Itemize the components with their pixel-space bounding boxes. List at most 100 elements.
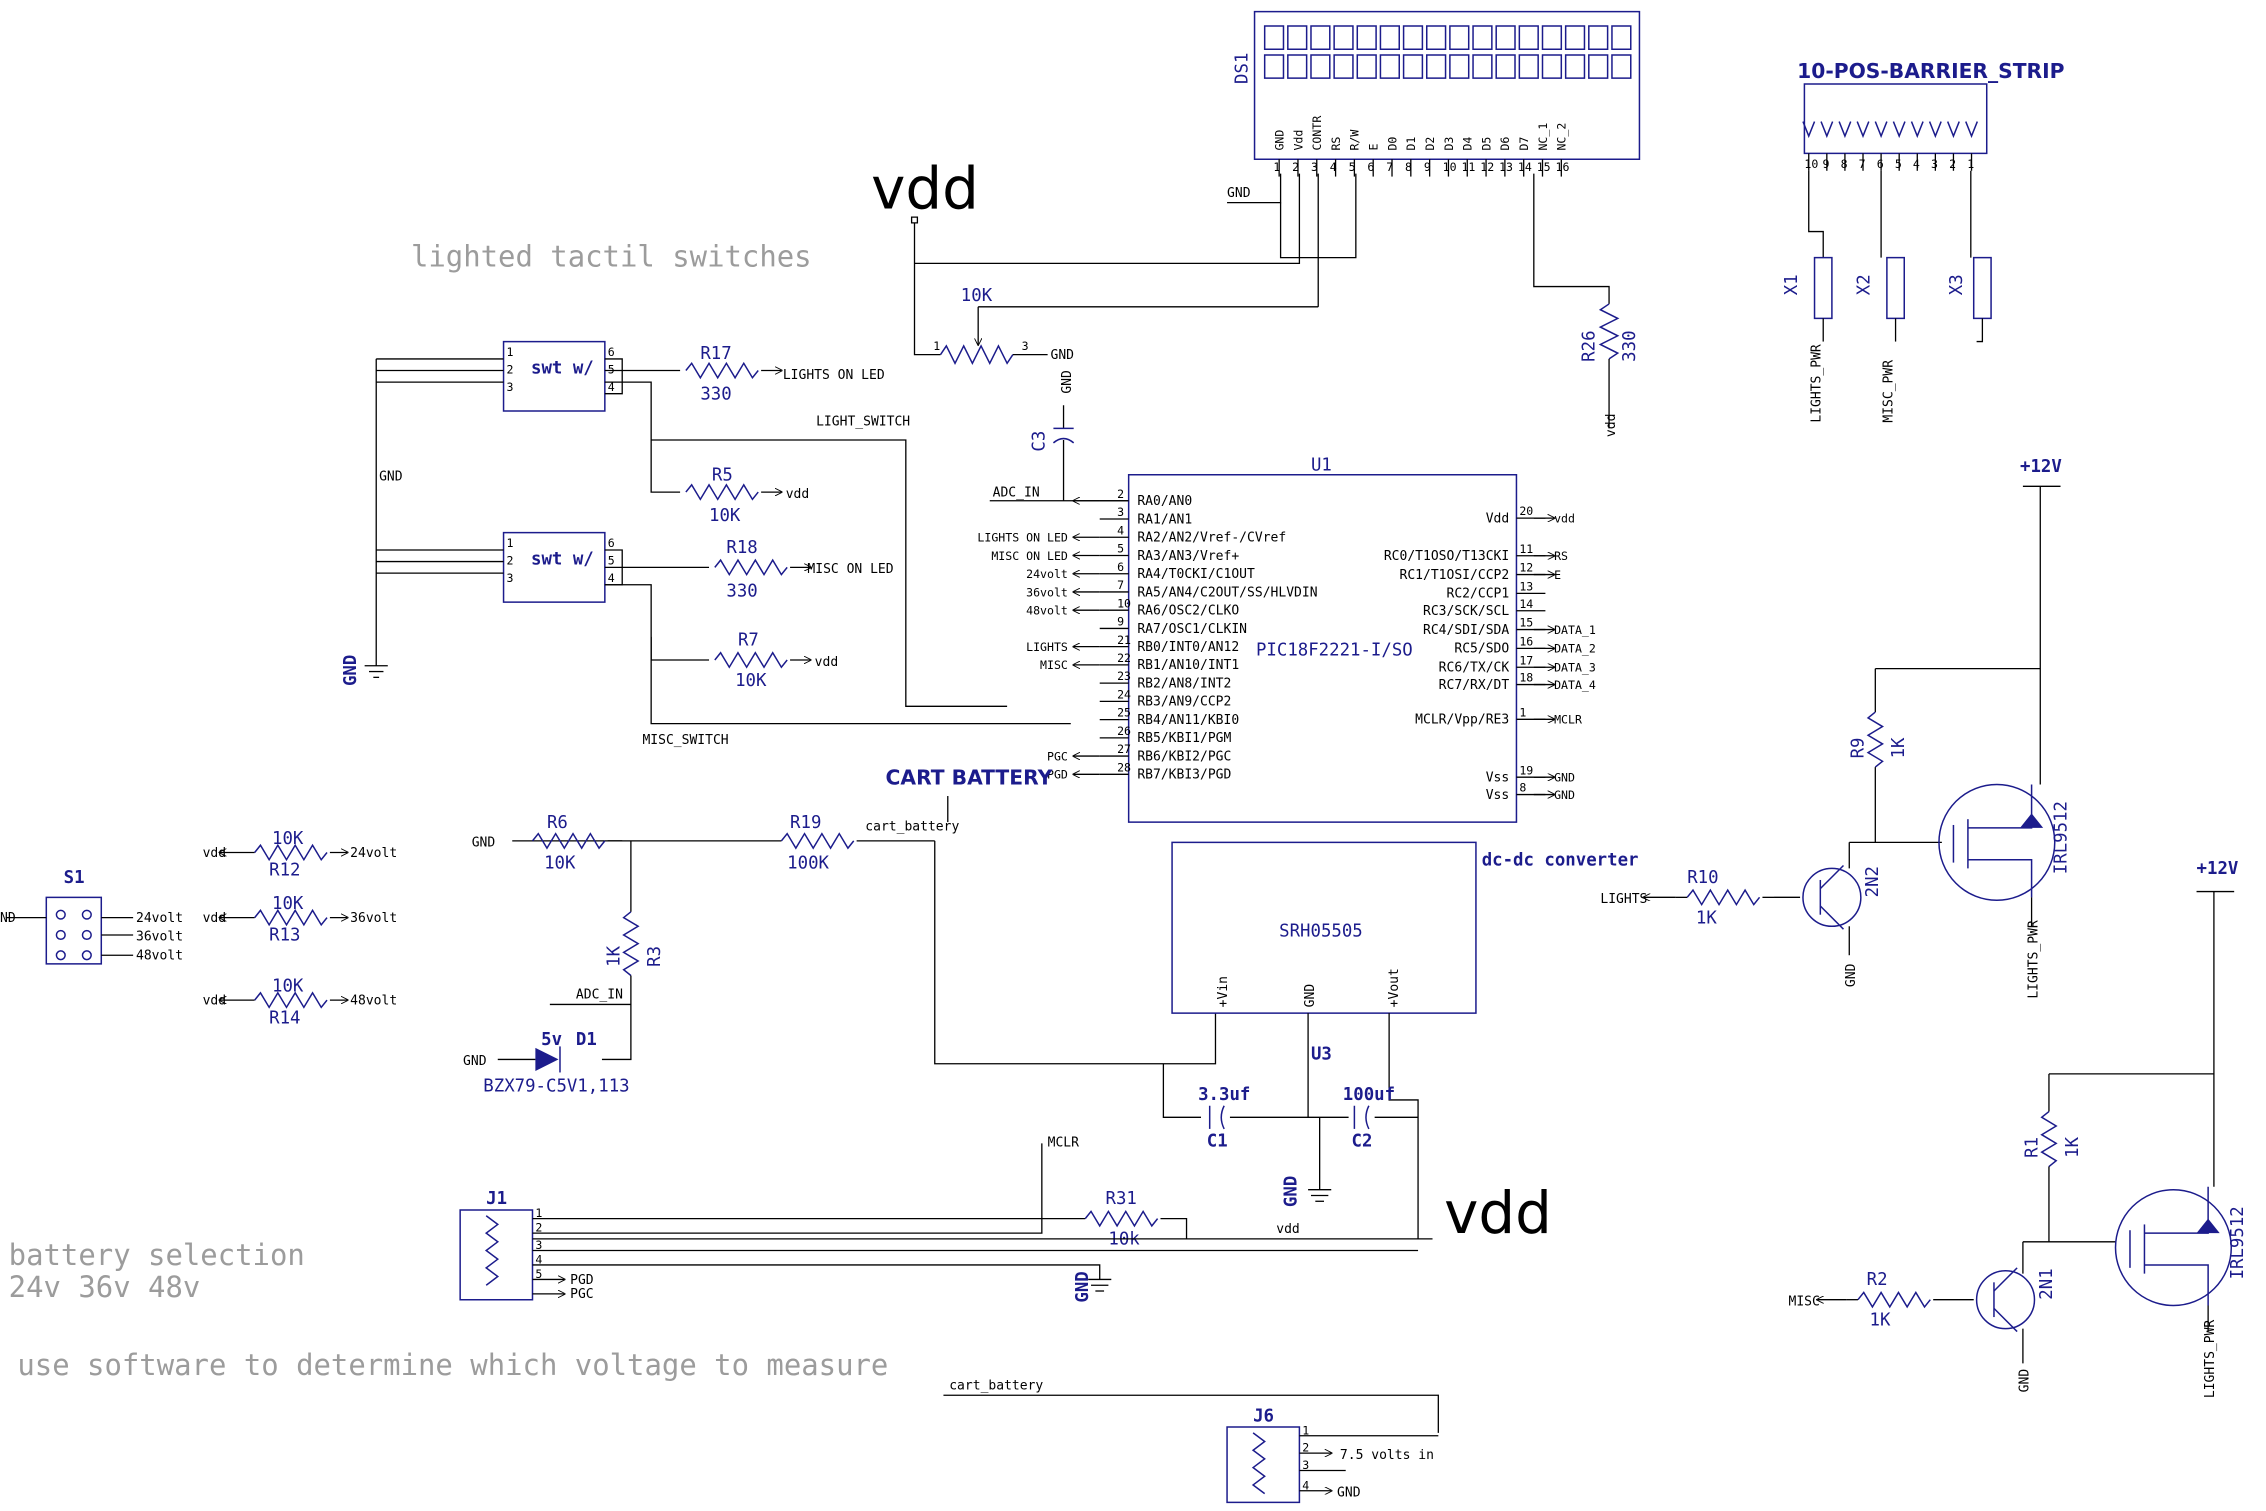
svg-text:R2: R2 <box>1867 1270 1888 1290</box>
svg-text:10k: 10k <box>1108 1230 1140 1250</box>
voltage-resistors: vdd10KR1224voltvdd10KR1336voltvdd10KR144… <box>203 829 398 1028</box>
mcu-pin-num: 21 <box>1117 633 1131 647</box>
mcu-pin-name: RB2/AN8/INT2 <box>1137 676 1231 691</box>
svg-text:vdd: vdd <box>815 655 839 670</box>
lcd-pin-name: R/W <box>1348 130 1362 151</box>
resistor-r26: R26 330 vdd <box>1580 304 1640 437</box>
svg-text:3: 3 <box>1022 339 1029 353</box>
lcd-pin-num: 9 <box>1424 160 1431 174</box>
mcu-pin-name: RA5/AN4/C2OUT/SS/HLVDIN <box>1137 585 1317 600</box>
pot-10k: 10K 1 3 GND <box>933 286 1318 363</box>
resistor-net: 48volt <box>350 993 397 1008</box>
lcd-cell <box>1288 55 1307 78</box>
strip-pin-num: 1 <box>1967 157 1974 171</box>
mcu-pin-num: 18 <box>1519 671 1533 685</box>
mcu-pin-name: RB6/KBI2/PGC <box>1137 749 1231 764</box>
lcd-pin-name: E <box>1367 144 1381 151</box>
mcu-pin-num: 7 <box>1117 578 1124 592</box>
j1-pin-num: 1 <box>535 1206 542 1220</box>
lcd-cell <box>1311 55 1330 78</box>
svg-text:GND: GND <box>1282 1176 1302 1207</box>
svg-text:2N2: 2N2 <box>1863 866 1883 897</box>
lcd-pin-num: 16 <box>1556 160 1570 174</box>
lcd-pin-num: 14 <box>1518 160 1532 174</box>
j1-pin-num: 5 <box>535 1267 542 1281</box>
svg-text:+Vout: +Vout <box>1387 968 1402 1007</box>
svg-text:D1: D1 <box>576 1030 597 1050</box>
svg-text:10K: 10K <box>735 671 767 691</box>
mcu-pin-num: 3 <box>1117 505 1124 519</box>
svg-text:R31: R31 <box>1106 1189 1137 1209</box>
lcd-pin-name: D7 <box>1517 137 1531 151</box>
svg-text:100K: 100K <box>787 853 829 873</box>
lcd-pin-name: D2 <box>1423 137 1437 151</box>
strip-pin-num: 5 <box>1895 157 1902 171</box>
mcu-u1: U1 PIC18F2221-I/SO 2RA0/AN03RA1/AN14RA2/… <box>977 455 1596 822</box>
svg-text:330: 330 <box>700 384 731 404</box>
svg-text:R5: R5 <box>712 466 733 486</box>
mcu-net-label: DATA_4 <box>1554 678 1596 692</box>
mcu-pin-name: RB3/AN9/CCP2 <box>1137 695 1231 710</box>
svg-text:R9: R9 <box>1849 737 1869 758</box>
mcu-pin-name: RC3/SCK/SCL <box>1423 604 1509 619</box>
mcu-pin-num: 10 <box>1117 596 1131 610</box>
svg-text:+12V: +12V <box>2020 457 2062 477</box>
svg-text:R17: R17 <box>700 344 731 364</box>
lcd-cell <box>1473 55 1492 78</box>
strip-pin-num: 6 <box>1877 157 1884 171</box>
mcu-pin-num: 25 <box>1117 706 1131 720</box>
mcu-pin-name: Vdd <box>1486 511 1510 526</box>
svg-text:C1: C1 <box>1207 1131 1228 1151</box>
mcu-net-label: LIGHTS ON LED <box>977 531 1068 545</box>
svg-text:3: 3 <box>506 571 513 585</box>
svg-text:MISC: MISC <box>1788 1294 1819 1309</box>
svg-text:vdd: vdd <box>786 487 810 502</box>
mcu-pin-num: 6 <box>1117 560 1124 574</box>
svg-text:LIGHT_SWITCH: LIGHT_SWITCH <box>816 415 910 430</box>
svg-text:C3: C3 <box>1030 431 1050 452</box>
mcu-pin-num: 17 <box>1519 653 1533 667</box>
lcd-cell <box>1519 26 1538 49</box>
svg-text:J6: J6 <box>1253 1406 1274 1426</box>
svg-text:GND: GND <box>1060 370 1075 394</box>
lcd-pin-num: 7 <box>1386 160 1393 174</box>
svg-text:330: 330 <box>726 581 757 601</box>
mcu-pin-name: RA0/AN0 <box>1137 494 1192 509</box>
mcu-pin-name: RC1/T1OSI/CCP2 <box>1400 568 1510 583</box>
note-lighted: lighted tactil switches <box>411 239 812 273</box>
mcu-pin-name: RB1/AN10/INT1 <box>1137 658 1239 673</box>
lcd-pin-num: 11 <box>1461 160 1475 174</box>
mcu-pin-num: 2 <box>1117 487 1124 501</box>
mcu-pin-name: RC7/RX/DT <box>1439 678 1510 693</box>
mcu-part: PIC18F2221-I/SO <box>1256 641 1413 661</box>
svg-text:BZX79-C5V1,113: BZX79-C5V1,113 <box>483 1076 629 1096</box>
lcd-cell <box>1404 55 1423 78</box>
svg-text:4: 4 <box>608 571 615 585</box>
lcd-cell <box>1288 26 1307 49</box>
lcd-pin-num: 2 <box>1292 160 1299 174</box>
mcu-net-label: E <box>1554 568 1561 582</box>
lcd-pin-name: RS <box>1329 137 1343 151</box>
svg-text:R3: R3 <box>645 946 665 967</box>
j1-pin-num: 2 <box>535 1221 542 1235</box>
strip-pin-num: 2 <box>1949 157 1956 171</box>
lcd-wiring: GND <box>915 174 1610 307</box>
lcd-cell <box>1473 26 1492 49</box>
strip-pin-num: 3 <box>1931 157 1938 171</box>
lcd-pin-num: 1 <box>1273 160 1280 174</box>
svg-text:1: 1 <box>933 339 940 353</box>
svg-text:R18: R18 <box>726 538 757 558</box>
svg-text:GND: GND <box>379 470 403 485</box>
svg-text:ADC_IN: ADC_IN <box>576 988 623 1003</box>
svg-text:2N1: 2N1 <box>2037 1268 2057 1299</box>
j6-pin-num: 2 <box>1302 1441 1309 1455</box>
mcu-pin-num: 11 <box>1519 542 1533 556</box>
mcu-ref: U1 <box>1311 455 1332 475</box>
svg-text:R6: R6 <box>547 813 568 833</box>
resistor-ref: R13 <box>269 926 300 946</box>
svg-text:S1: S1 <box>64 868 85 888</box>
ground-symbol-left: GND <box>341 655 388 686</box>
svg-text:2: 2 <box>506 553 513 567</box>
